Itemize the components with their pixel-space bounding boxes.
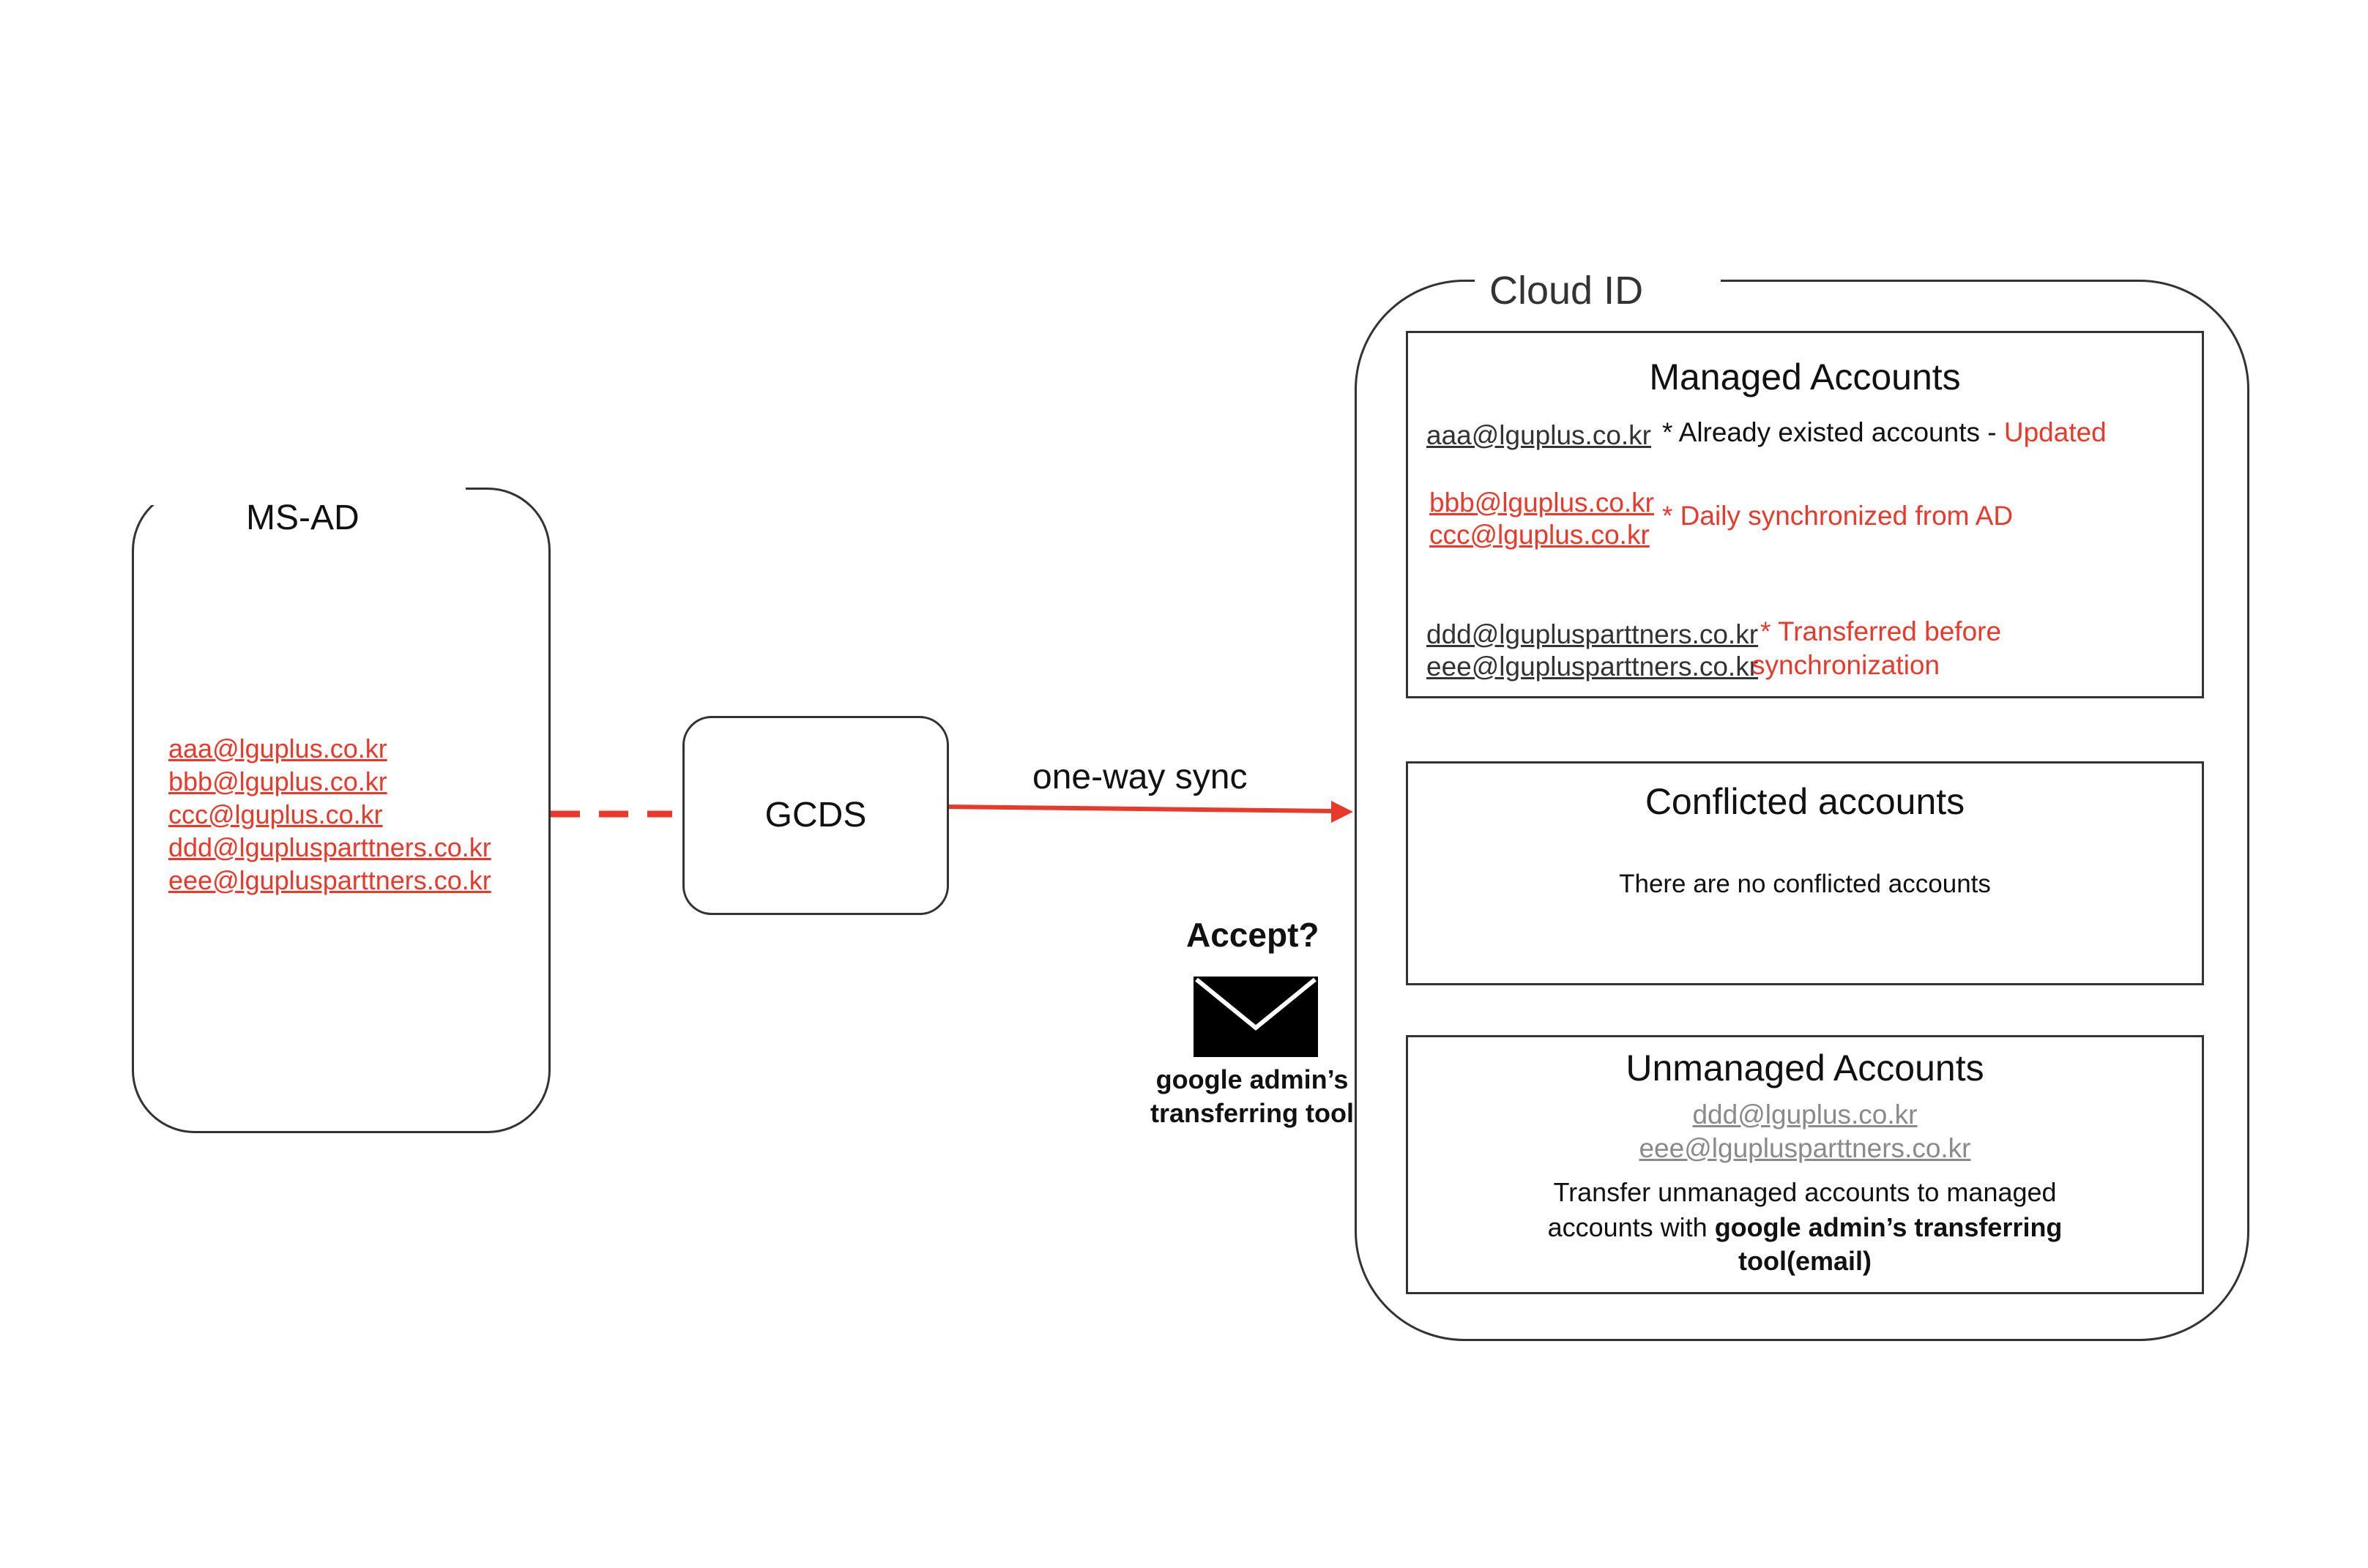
managed-email-bbb[interactable]: bbb@lguplus.co.kr — [1429, 488, 1655, 518]
ms-ad-email-eee[interactable]: eee@lguplusparttners.co.kr — [168, 865, 491, 895]
one-way-sync-label: one-way sync — [1032, 758, 1248, 796]
managed-note-daily-sync: * Daily synchronized from AD — [1662, 501, 2014, 531]
managed-note-existing-text: * Already existed accounts - — [1662, 417, 2004, 447]
accept-question: Accept? — [1186, 916, 1319, 954]
ms-ad-title-gap — [144, 476, 466, 505]
one-way-sync-arrow-line — [944, 804, 1335, 813]
gcds-node — [682, 716, 949, 915]
managed-note-updated: Updated — [2003, 417, 2107, 447]
cloud-id-title-gap — [1475, 268, 1721, 297]
accept-caption-line1: google admin’s — [1155, 1064, 1349, 1094]
unmanaged-accounts-title: Unmanaged Accounts — [1626, 1048, 1984, 1089]
managed-note-transferred-line1: * Transferred before — [1760, 616, 2002, 646]
managed-email-eee[interactable]: eee@lguplusparttners.co.kr — [1426, 652, 1759, 682]
cloud-id-title: Cloud ID — [1489, 269, 1644, 313]
managed-accounts-title: Managed Accounts — [1649, 356, 1961, 397]
conflicted-accounts-panel — [1406, 761, 2204, 985]
conflicted-accounts-title: Conflicted accounts — [1645, 781, 1965, 822]
unmanaged-desc-line2-text: accounts with — [1547, 1212, 1715, 1242]
managed-note-transferred-line2: synchronization — [1751, 650, 1940, 680]
managed-accounts-panel — [1406, 331, 2204, 698]
conflicted-accounts-message: There are no conflicted accounts — [1619, 870, 1991, 898]
managed-note-existing: * Already existed accounts - Updated — [1662, 417, 2107, 448]
ms-ad-email-list: aaa@lguplus.co.kr bbb@lguplus.co.kr ccc@… — [168, 732, 491, 897]
gcds-label: GCDS — [764, 796, 867, 835]
ms-ad-email-ccc[interactable]: ccc@lguplus.co.kr — [168, 799, 383, 829]
one-way-sync-arrowhead — [1331, 801, 1353, 823]
ms-ad-email-ddd[interactable]: ddd@lguplusparttners.co.kr — [168, 832, 491, 862]
envelope-icon[interactable] — [1194, 977, 1318, 1057]
unmanaged-email-ddd[interactable]: ddd@lguplus.co.kr — [1692, 1100, 1918, 1130]
ms-ad-email-aaa[interactable]: aaa@lguplus.co.kr — [168, 733, 387, 764]
ms-ad-container — [132, 488, 551, 1133]
unmanaged-desc-line3: tool(email) — [1738, 1246, 1872, 1276]
accept-caption-line2: transferring tool — [1150, 1098, 1354, 1128]
ms-ad-title: MS-AD — [246, 499, 360, 537]
ms-ad-email-bbb[interactable]: bbb@lguplus.co.kr — [168, 766, 387, 796]
unmanaged-desc-line1: Transfer unmanaged accounts to managed — [1553, 1177, 2057, 1207]
unmanaged-accounts-panel — [1406, 1035, 2204, 1294]
unmanaged-desc-line2: accounts with google admin’s transferrin… — [1406, 1212, 2204, 1243]
unmanaged-email-eee[interactable]: eee@lguplusparttners.co.kr — [1639, 1133, 1971, 1163]
managed-email-aaa[interactable]: aaa@lguplus.co.kr — [1426, 420, 1652, 450]
managed-email-ddd[interactable]: ddd@lguplusparttners.co.kr — [1426, 619, 1759, 649]
managed-email-ccc[interactable]: ccc@lguplus.co.kr — [1429, 520, 1650, 550]
unmanaged-desc-tool-name: google admin’s transferring — [1714, 1212, 2063, 1242]
